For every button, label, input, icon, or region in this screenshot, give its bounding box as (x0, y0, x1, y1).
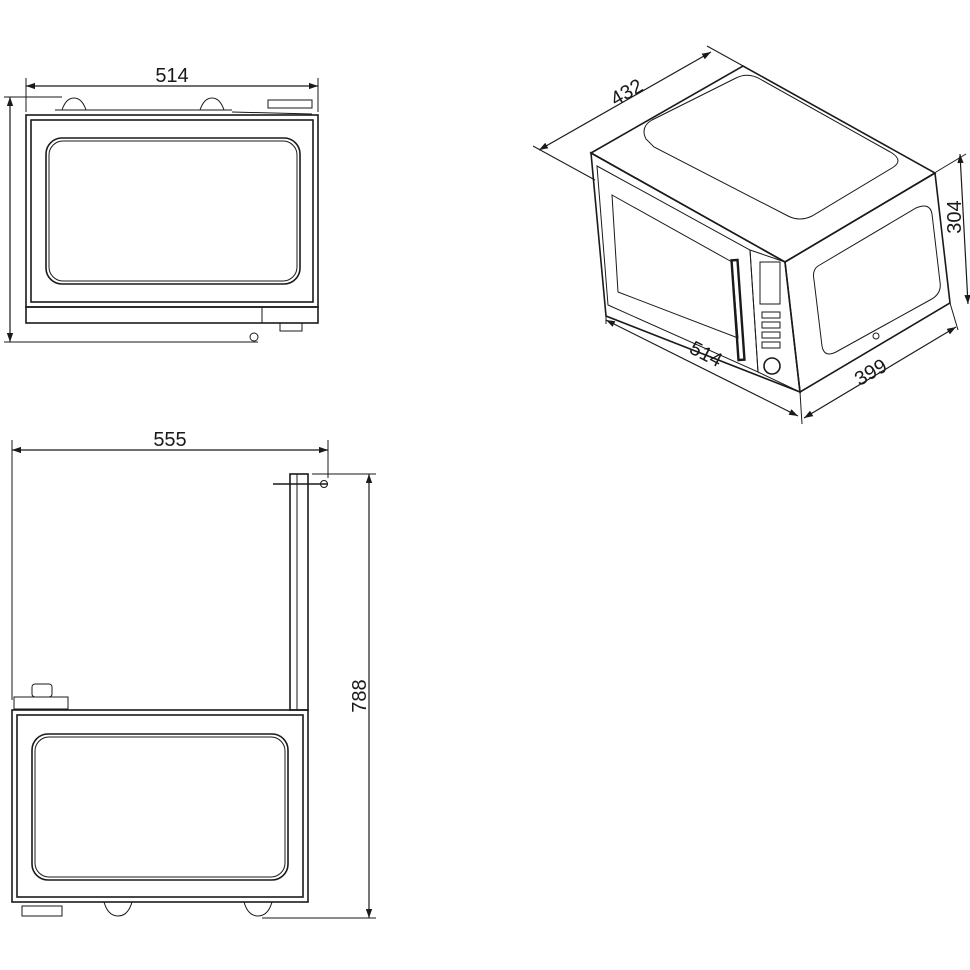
isometric-view: 432 304 514 399 (532, 45, 970, 425)
iso-display (759, 261, 781, 305)
dim-iso-depth: 432 (607, 75, 647, 111)
dim-open-width: 555 (153, 429, 186, 451)
dim-iso-side: 399 (851, 355, 891, 391)
iso-buttons (761, 311, 781, 349)
iso-door-handle (730, 258, 746, 362)
dim-open-height: 788 (349, 679, 371, 712)
open-door-view: 555 788 (11, 429, 376, 919)
open-door (273, 473, 328, 711)
open-view-body (11, 709, 309, 903)
dim-iso-height: 304 (944, 200, 966, 233)
top-view: 514 402 (0, 65, 319, 343)
iso-door-window (611, 194, 739, 339)
top-view-base (25, 306, 319, 324)
top-feet (55, 97, 313, 115)
open-view-window (31, 733, 289, 881)
iso-knob (763, 357, 781, 375)
dim-top-height: 402 (0, 198, 5, 231)
iso-top-panel (643, 74, 899, 220)
dim-top-width: 514 (155, 65, 188, 87)
iso-side-vent (813, 205, 941, 355)
open-view-knob (13, 683, 69, 710)
top-view-body (25, 114, 319, 308)
top-view-window (45, 137, 301, 285)
